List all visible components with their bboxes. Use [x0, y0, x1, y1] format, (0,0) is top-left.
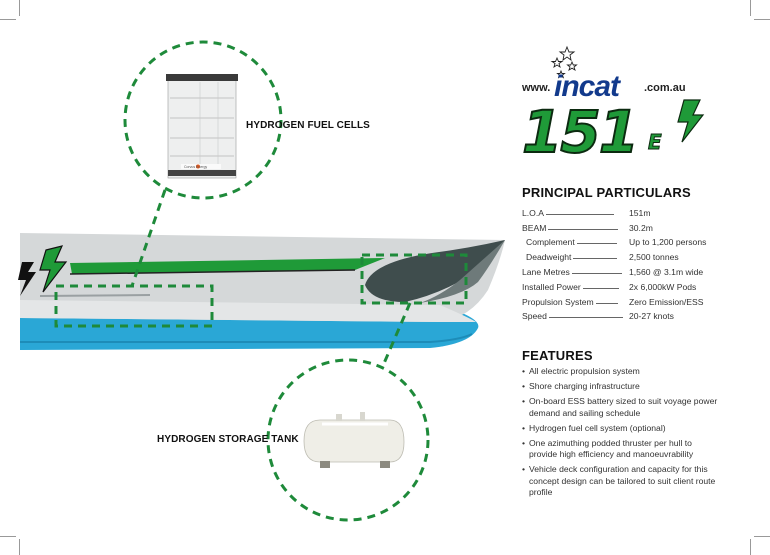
hydrogen-tank-image [303, 412, 405, 468]
model-number: 151 [521, 97, 640, 167]
feature-item: On-board ESS battery sized to suit voyag… [522, 396, 722, 419]
brand-block: www. incat .com.au 151 E [521, 48, 722, 167]
spec-value: Zero Emission/ESS [629, 296, 704, 307]
spec-row: Lane Metres 1,560 @ 3.1m wide [522, 262, 752, 277]
incat-logo: incat [554, 70, 620, 103]
features-title: FEATURES [522, 348, 593, 363]
spec-label: Complement [526, 237, 575, 248]
lightning-bolt-icon [677, 99, 705, 143]
spec-label: Propulsion System [522, 296, 594, 307]
spec-leader-line [576, 243, 617, 245]
spec-label: Speed [522, 311, 547, 322]
brand-domain: .com.au [644, 82, 686, 94]
storage-tank-label: HYDROGEN STORAGE TANK [157, 434, 299, 445]
crop-mark [750, 0, 751, 16]
spec-leader-line [548, 228, 619, 230]
spec-leader-line [582, 287, 619, 289]
tank-location-box [360, 253, 468, 305]
spec-leader-line [545, 213, 614, 215]
features-list: All electric propulsion systemShore char… [522, 366, 722, 502]
fuel-cell-location-box [54, 284, 214, 328]
crop-mark [19, 0, 20, 16]
fuel-cell-cabinet-image [166, 74, 238, 179]
crop-mark [754, 19, 770, 20]
spec-label: Deadweight [526, 252, 572, 263]
bow-dark [365, 240, 505, 302]
spec-label: Installed Power [522, 281, 581, 292]
spec-row: Propulsion System Zero Emission/ESS [522, 292, 752, 307]
spec-leader-line [573, 258, 618, 260]
spec-row: Deadweight 2,500 tonnes [522, 247, 752, 262]
spec-value: 151m [629, 207, 651, 218]
lightning-logo-hull [18, 262, 36, 296]
principal-particulars-title: PRINCIPAL PARTICULARS [522, 185, 691, 200]
spec-value: 2x 6,000kW Pods [629, 281, 697, 292]
spec-label: L.O.A [522, 207, 544, 218]
spec-value: Up to 1,200 persons [629, 237, 707, 248]
fuel-cell-connector [130, 189, 167, 287]
feature-item: Shore charging infrastructure [522, 381, 722, 393]
crop-mark [19, 539, 20, 555]
spec-row: Speed 20-27 knots [522, 307, 752, 322]
spec-label: Lane Metres [522, 266, 570, 277]
spec-value: 2,500 tonnes [629, 252, 679, 263]
spec-row: Installed Power 2x 6,000kW Pods [522, 277, 752, 292]
spec-label: BEAM [522, 222, 547, 233]
crop-mark [750, 539, 751, 555]
crop-mark [754, 536, 770, 537]
crop-mark [0, 19, 16, 20]
feature-item: One azimuthing podded thruster per hull … [522, 438, 722, 461]
feature-item: Vehicle deck configuration and capacity … [522, 464, 722, 499]
fuel-cell-unit-text: Corvus Energy [184, 165, 207, 169]
feature-item: All electric propulsion system [522, 366, 722, 378]
spec-leader-line [548, 317, 623, 319]
spec-row: L.O.A 151m [522, 203, 752, 218]
spec-leader-line [595, 302, 618, 304]
fuel-cells-label: HYDROGEN FUEL CELLS [246, 120, 370, 131]
feature-item: Hydrogen fuel cell system (optional) [522, 423, 722, 435]
spec-value: 30.2m [629, 222, 653, 233]
spec-value: 1,560 @ 3.1m wide [629, 266, 704, 277]
spec-value: 20-27 knots [629, 311, 674, 322]
tank-connector [380, 302, 412, 369]
spec-row: Complement Up to 1,200 persons [522, 233, 752, 248]
spec-leader-line [571, 272, 622, 274]
spec-row: BEAM 30.2m [522, 218, 752, 233]
crop-mark [0, 536, 16, 537]
southern-cross-stars-icon [550, 45, 578, 79]
brand-www: www. [522, 82, 551, 94]
model-suffix: E [648, 130, 663, 155]
